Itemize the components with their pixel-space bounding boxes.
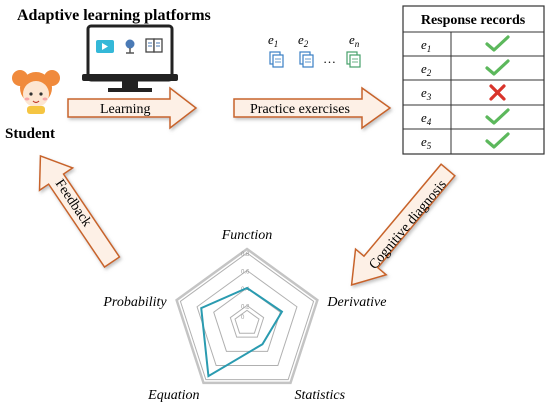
radar-axis-label: Statistics	[294, 388, 345, 402]
radar-grid-ring	[179, 252, 315, 381]
exercise-e2: e2	[298, 32, 314, 68]
learning-arrow	[67, 86, 198, 130]
feedback-arrow	[38, 154, 121, 269]
radar-grid-ring	[213, 287, 281, 352]
svg-text:e1: e1	[268, 32, 278, 49]
svg-text:e1: e1	[421, 37, 431, 54]
book-icon	[145, 38, 163, 53]
check-icon	[485, 59, 510, 76]
radar-grid-ring	[229, 304, 265, 338]
student-girl-avatar	[12, 70, 60, 114]
svg-text:e2: e2	[421, 61, 432, 78]
exercise-e2-label: e	[298, 32, 304, 47]
exercise-list: e1 e2 … en	[268, 32, 361, 68]
exercise-e1-label: e	[268, 32, 274, 47]
exercise-en: en	[346, 32, 361, 68]
student-label: Student	[5, 126, 55, 142]
practice-arrow	[233, 86, 392, 130]
records-title: Response records	[421, 13, 526, 28]
learning-label: Learning	[100, 102, 151, 117]
record-row-3-sub: 3	[426, 92, 432, 102]
platform-title: Adaptive learning platforms	[17, 7, 211, 24]
record-row: e3	[421, 84, 506, 102]
record-row-4-label: e	[421, 110, 427, 125]
computer-monitor-icon	[82, 24, 178, 92]
cognitive-label: Cognitive diagnosis	[367, 177, 450, 272]
radar-tick-label: 0.8	[241, 252, 250, 258]
radar-axis-label: Function	[221, 228, 273, 243]
exercise-e2-sub: 2	[304, 39, 309, 49]
record-row-4-sub: 4	[427, 117, 432, 127]
document-icon	[346, 51, 361, 68]
svg-text:e4: e4	[421, 110, 432, 127]
radar-tick-label: 0.6	[241, 270, 250, 276]
document-icon	[269, 51, 284, 68]
radar-outer-border	[175, 247, 319, 385]
svg-text:e2: e2	[298, 32, 309, 49]
record-row-3-label: e	[421, 85, 427, 100]
record-row: e1	[421, 35, 510, 54]
radar-grid-ring	[234, 309, 260, 334]
check-icon	[485, 132, 510, 149]
record-row-1-sub: 1	[427, 44, 432, 54]
document-icon	[299, 51, 314, 68]
svg-text:e5: e5	[421, 134, 432, 151]
record-row: e2	[421, 59, 510, 78]
exercise-en-sub: n	[355, 39, 360, 49]
cognitive-diagnosis-arrow	[350, 163, 456, 286]
exercise-en-label: e	[349, 32, 355, 47]
feedback-label: Feedback	[52, 177, 94, 230]
radar-axis-label: Probability	[102, 295, 167, 310]
exercise-e1-sub: 1	[274, 39, 279, 49]
record-row-5-label: e	[421, 134, 427, 149]
practice-label: Practice exercises	[250, 102, 350, 117]
radar-chart: 0 0.2 0.4 0.6 0.8 FunctionDerivativeStatistic…	[102, 228, 386, 402]
cross-icon	[489, 84, 506, 101]
exercise-ellipsis: …	[323, 51, 336, 66]
radar-tick-label: 0.2	[241, 305, 250, 311]
radar-series-line	[200, 286, 284, 378]
radar-tick-label: 0.4	[241, 287, 250, 293]
record-row-2-sub: 2	[427, 68, 432, 78]
record-row: e4	[421, 108, 510, 127]
record-row-5-sub: 5	[427, 141, 432, 151]
globe-icon	[125, 39, 135, 54]
record-row-1-label: e	[421, 37, 427, 52]
check-icon	[485, 35, 510, 52]
exercise-e1: e1	[268, 32, 284, 68]
svg-text:e3: e3	[421, 85, 432, 102]
radar-tick-label: 0	[241, 315, 245, 321]
radar-axis-label: Derivative	[326, 295, 386, 310]
radar-grid-ring	[196, 269, 298, 366]
record-row: e5	[421, 132, 510, 151]
check-icon	[485, 108, 510, 125]
radar-axis-label: Equation	[147, 388, 199, 402]
response-records-table: Response records e1 e2 e3 e4 e5	[402, 5, 545, 155]
video-play-icon	[96, 40, 114, 53]
record-row-2-label: e	[421, 61, 427, 76]
svg-text:en: en	[349, 32, 360, 49]
